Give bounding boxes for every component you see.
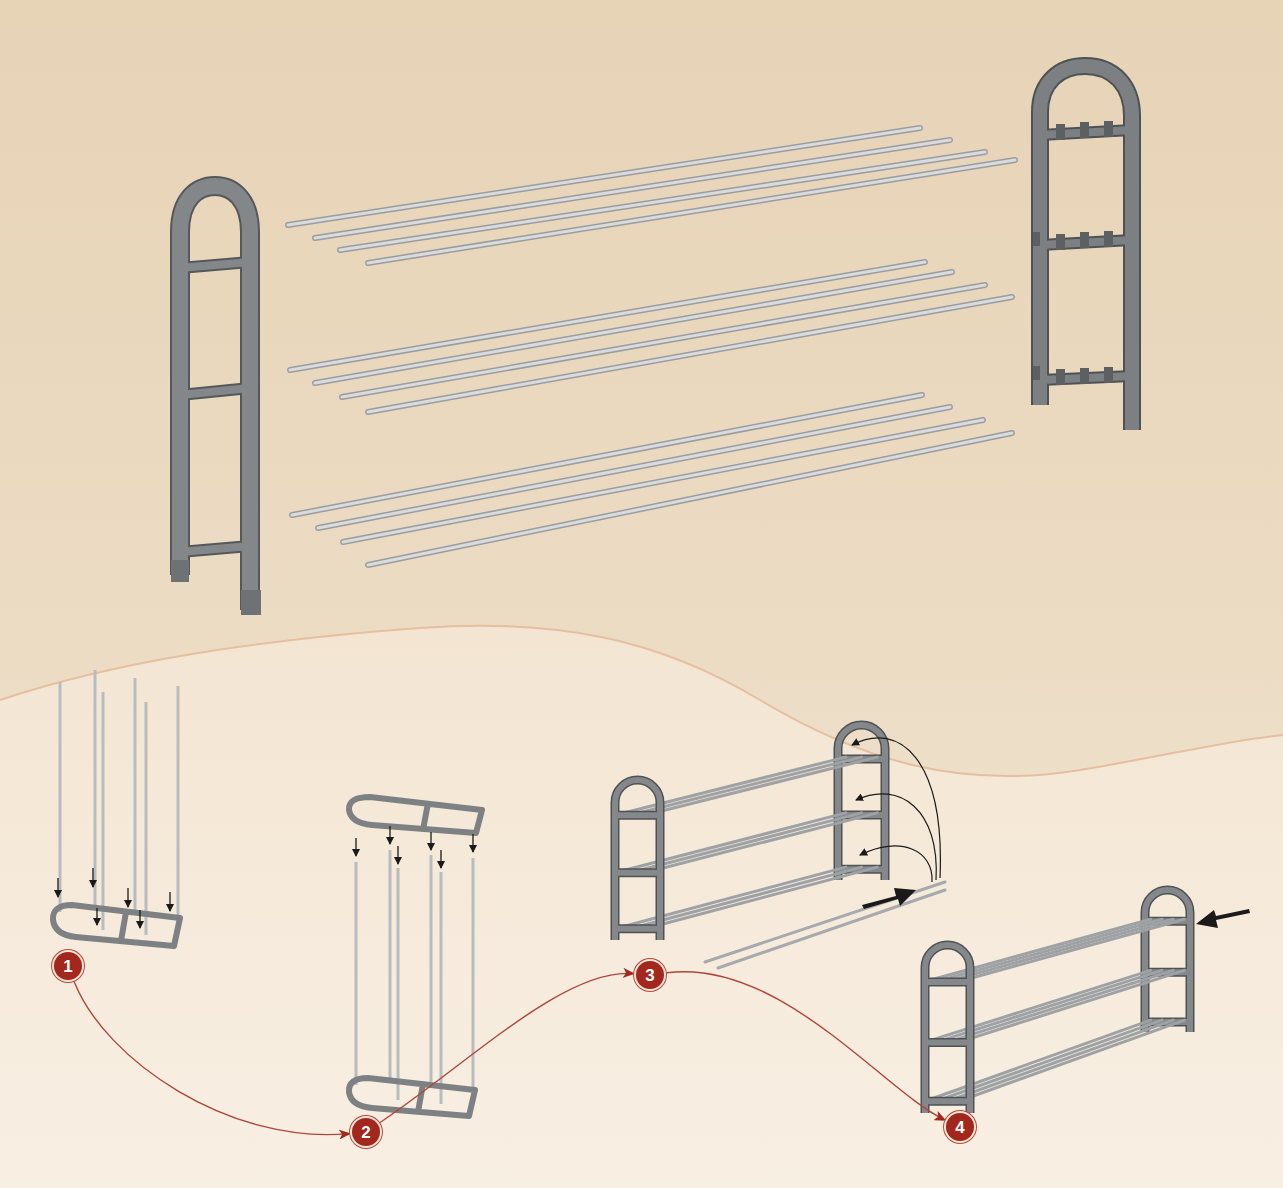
end-frame	[1145, 890, 1190, 1032]
rod	[653, 813, 878, 871]
rod	[638, 757, 862, 813]
shoe-rack	[615, 725, 885, 940]
end-frame	[615, 780, 660, 940]
rod	[964, 970, 1184, 1040]
callout-number: 1	[63, 958, 72, 975]
callout-circle: 4	[946, 1113, 974, 1141]
rod	[953, 919, 1173, 980]
rod	[638, 867, 862, 927]
step-connector	[667, 972, 945, 1120]
step-2-drawing	[349, 797, 482, 1116]
rod	[653, 867, 878, 927]
rod	[953, 1020, 1173, 1099]
callout-circle: 2	[352, 1118, 380, 1146]
rod	[653, 757, 878, 813]
wave-line	[0, 626, 1283, 776]
rod	[931, 1020, 1151, 1099]
callout-number: 2	[361, 1124, 370, 1141]
callout-circle: 1	[54, 952, 82, 980]
callout-circle: 3	[636, 961, 664, 989]
shoe-rack	[925, 890, 1190, 1113]
rod	[953, 970, 1173, 1040]
callout-number: 4	[955, 1119, 964, 1136]
push-arrows	[862, 888, 1250, 928]
end-frame-outline	[615, 780, 660, 940]
rods	[288, 128, 1015, 565]
rod	[942, 1020, 1162, 1099]
rod	[964, 1020, 1184, 1099]
step-3-inserts	[705, 738, 945, 968]
rod	[942, 970, 1162, 1040]
step-connector	[74, 982, 349, 1135]
rod	[942, 919, 1162, 980]
end-frame-outline	[838, 725, 885, 880]
end-frame	[925, 945, 970, 1113]
callout-number: 3	[645, 967, 654, 984]
shelf-drawings	[615, 725, 1190, 1113]
end-frame	[838, 725, 885, 880]
rod	[638, 813, 862, 871]
lower-ground	[0, 626, 1283, 1188]
right-end-frame	[1033, 66, 1132, 430]
end-frame-outline	[1145, 890, 1190, 1032]
end-frame-outline	[925, 945, 970, 1113]
step-connector	[380, 973, 633, 1122]
step-1-drawing	[53, 670, 180, 946]
left-end-frame	[171, 186, 261, 615]
